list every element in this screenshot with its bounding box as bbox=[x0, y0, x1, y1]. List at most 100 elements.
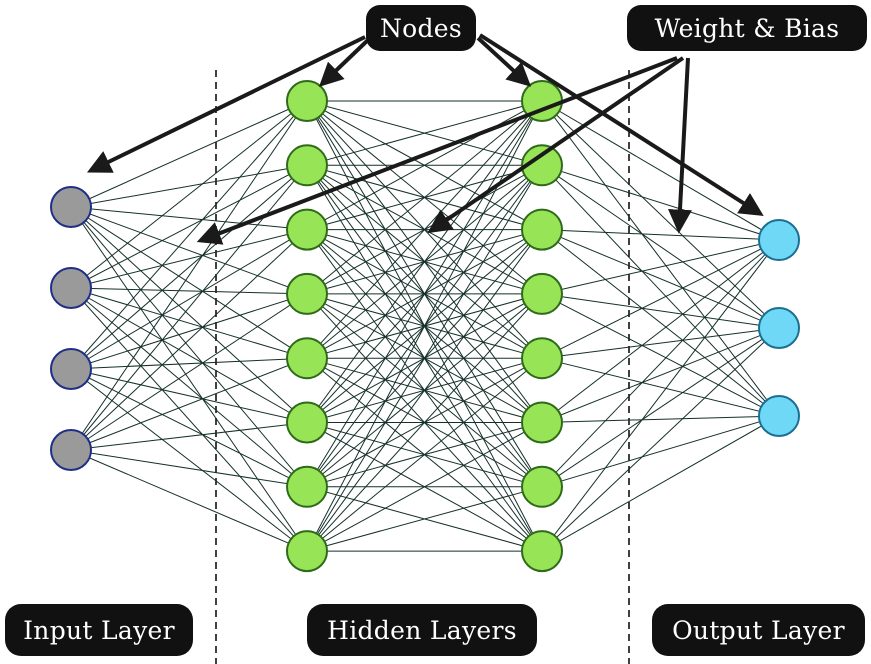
hidden1-node-5 bbox=[286, 337, 328, 380]
input-node-1 bbox=[50, 186, 92, 228]
connection-hidden2-1-output-1 bbox=[541, 100, 780, 241]
connection-hidden2-4-output-3 bbox=[541, 293, 780, 417]
hidden1-node-7 bbox=[286, 465, 328, 508]
output-node-3 bbox=[758, 395, 800, 437]
connection-input-4-hidden1-4 bbox=[70, 293, 308, 451]
connection-input-3-hidden1-6 bbox=[70, 368, 308, 423]
hidden1-node-8 bbox=[286, 530, 328, 573]
connection-hidden2-8-output-3 bbox=[541, 415, 780, 552]
connection-input-4-hidden1-8 bbox=[70, 449, 308, 552]
connection-hidden1-4-hidden2-1 bbox=[306, 100, 543, 295]
connection-input-4-hidden1-7 bbox=[70, 449, 308, 488]
connection-hidden1-8-hidden2-5 bbox=[306, 357, 543, 552]
hidden1-node-6 bbox=[286, 401, 328, 444]
connection-hidden2-5-output-1 bbox=[541, 239, 780, 359]
input-node-3 bbox=[50, 348, 92, 390]
nodes-arrow-to-hidden2 bbox=[476, 36, 532, 87]
connection-hidden2-7-output-2 bbox=[541, 327, 780, 488]
weight-bias-callout-label: Weight & Bias bbox=[627, 5, 867, 51]
connection-input-2-hidden1-4 bbox=[70, 287, 308, 295]
connection-hidden2-3-output-3 bbox=[541, 229, 780, 417]
connection-input-2-hidden1-6 bbox=[70, 287, 308, 423]
connection-hidden2-4-output-1 bbox=[541, 239, 780, 295]
connection-input-1-hidden1-5 bbox=[70, 206, 308, 359]
connection-input-1-hidden1-2 bbox=[70, 164, 308, 208]
connection-input-3-hidden1-4 bbox=[70, 293, 308, 370]
connection-hidden2-7-output-3 bbox=[541, 415, 780, 488]
connection-hidden1-3-hidden2-1 bbox=[306, 100, 543, 231]
connection-input-3-hidden1-2 bbox=[70, 164, 308, 370]
connection-hidden2-6-output-1 bbox=[541, 239, 780, 423]
connection-input-1-hidden1-7 bbox=[70, 206, 308, 488]
hidden1-node-1 bbox=[286, 80, 328, 122]
connection-input-4-hidden1-5 bbox=[70, 357, 308, 451]
connection-input-4-hidden1-6 bbox=[70, 422, 308, 451]
input-node-2 bbox=[50, 267, 92, 309]
hidden2-node-4 bbox=[521, 272, 563, 315]
hidden2-node-8 bbox=[521, 530, 563, 573]
weight-bias-arrow-hidden-output bbox=[667, 57, 692, 234]
connection-input-1-hidden1-3 bbox=[70, 206, 308, 231]
connection-hidden2-3-output-2 bbox=[541, 229, 780, 329]
connection-hidden1-6-hidden2-1 bbox=[306, 100, 543, 423]
connection-hidden1-5-hidden2-1 bbox=[306, 100, 543, 359]
connection-input-4-hidden1-3 bbox=[70, 229, 308, 451]
connection-input-2-hidden1-1 bbox=[70, 100, 308, 289]
hidden1-node-3 bbox=[286, 208, 328, 251]
connection-hidden1-2-hidden2-1 bbox=[306, 100, 543, 166]
connection-hidden2-6-output-2 bbox=[541, 327, 780, 423]
hidden2-node-3 bbox=[521, 208, 563, 251]
connection-input-2-hidden1-5 bbox=[70, 287, 308, 359]
connection-input-2-hidden1-3 bbox=[70, 229, 308, 289]
connection-hidden2-7-output-1 bbox=[541, 239, 780, 488]
connection-hidden2-2-output-1 bbox=[541, 164, 780, 241]
hidden1-node-2 bbox=[286, 144, 328, 187]
connection-input-1-hidden1-6 bbox=[70, 206, 308, 423]
nodes-arrow-to-input bbox=[86, 35, 366, 173]
connection-hidden1-7-hidden2-1 bbox=[306, 100, 543, 488]
connection-hidden1-8-hidden2-2 bbox=[306, 165, 543, 552]
hidden2-node-5 bbox=[521, 337, 563, 380]
connection-hidden2-1-output-2 bbox=[541, 100, 780, 329]
hidden-layers-label: Hidden Layers bbox=[307, 604, 537, 656]
layer-dividers bbox=[215, 70, 630, 664]
input-layer-label: Input Layer bbox=[5, 604, 193, 656]
nodes-arrow-to-output bbox=[478, 33, 764, 217]
connection-hidden2-2-output-2 bbox=[541, 164, 780, 329]
nodes-arrow-to-hidden1 bbox=[318, 38, 370, 87]
connection-hidden2-5-output-2 bbox=[541, 327, 780, 359]
connection-input-2-hidden1-2 bbox=[70, 164, 308, 289]
weight-bias-arrow-hidden-hidden bbox=[427, 56, 685, 234]
nodes-callout-label: Nodes bbox=[366, 5, 476, 51]
hidden2-node-2 bbox=[521, 144, 563, 187]
connection-input-1-hidden1-8 bbox=[70, 206, 308, 552]
output-layer-label: Output Layer bbox=[652, 604, 865, 656]
connection-input-3-hidden1-5 bbox=[70, 357, 308, 370]
hidden1-node-4 bbox=[286, 272, 328, 315]
connection-input-3-hidden1-7 bbox=[70, 368, 308, 488]
connection-hidden2-4-output-2 bbox=[541, 293, 780, 329]
connection-hidden1-8-hidden2-3 bbox=[306, 229, 543, 552]
connection-hidden2-3-output-1 bbox=[541, 229, 780, 241]
connection-hidden1-8-hidden2-7 bbox=[306, 486, 543, 552]
callout-arrows bbox=[86, 33, 764, 245]
output-node-1 bbox=[758, 219, 800, 261]
connection-hidden2-5-output-3 bbox=[541, 357, 780, 417]
connection-hidden2-2-output-3 bbox=[541, 164, 780, 417]
connection-hidden1-8-hidden2-1 bbox=[306, 100, 543, 552]
connection-input-2-hidden1-8 bbox=[70, 287, 308, 552]
connections bbox=[70, 100, 780, 552]
input-node-4 bbox=[50, 429, 92, 471]
connection-hidden1-8-hidden2-6 bbox=[306, 422, 543, 552]
connection-hidden2-8-output-2 bbox=[541, 327, 780, 552]
connection-input-3-hidden1-3 bbox=[70, 229, 308, 370]
weight-bias-arrow-input-hidden bbox=[196, 56, 678, 245]
connection-hidden1-8-hidden2-4 bbox=[306, 293, 543, 552]
connection-input-1-hidden1-4 bbox=[70, 206, 308, 295]
output-node-2 bbox=[758, 307, 800, 349]
hidden2-node-7 bbox=[521, 465, 563, 508]
connection-hidden2-8-output-1 bbox=[541, 239, 780, 552]
connection-input-1-hidden1-1 bbox=[70, 100, 308, 208]
connection-input-3-hidden1-8 bbox=[70, 368, 308, 552]
